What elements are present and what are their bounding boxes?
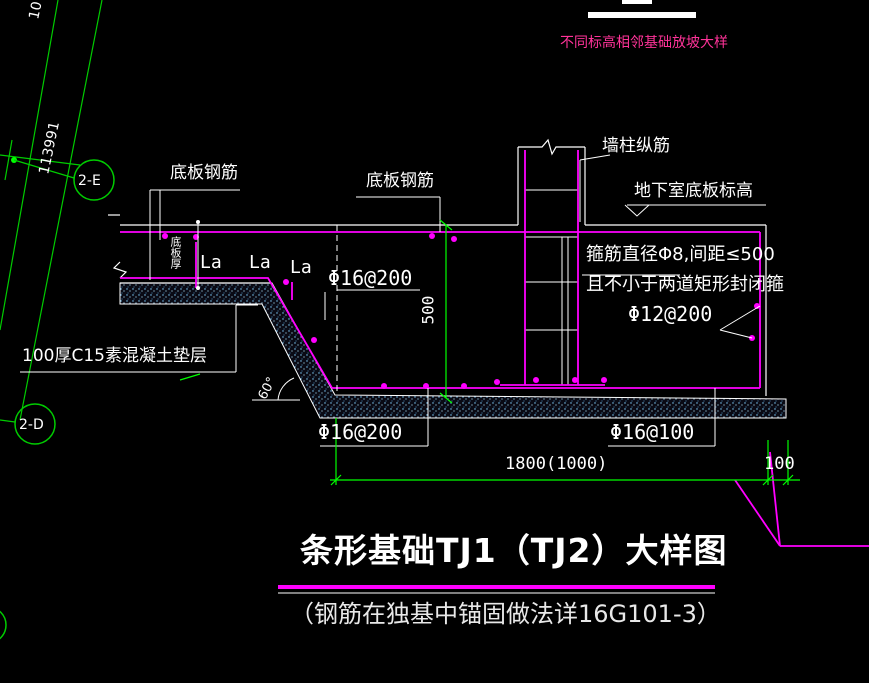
leader-lines (20, 154, 766, 447)
axis-bubble-2e[interactable] (73, 159, 115, 201)
label-dim-edge: 100 (764, 454, 795, 474)
label-rebar-top: Φ16@200 (328, 266, 413, 290)
axis-bubble-2d[interactable] (14, 403, 56, 445)
label-bottom-bar-left: 底板钢筋 (170, 163, 238, 183)
label-rebar-side: Φ12@200 (628, 302, 713, 326)
label-la-3: La (290, 257, 312, 278)
leader-ticks (196, 220, 200, 290)
label-bottom-bar-mid: 底板钢筋 (366, 171, 434, 191)
label-la-2: La (249, 252, 271, 273)
label-la-1: La (200, 252, 222, 273)
top-title-fragment-bar (622, 0, 652, 4)
label-cushion: 100厚C15素混凝土垫层 (22, 346, 207, 366)
label-dim-width: 1800(1000) (505, 454, 608, 474)
axis-label-2d: 2-D (19, 417, 44, 433)
rebar-lines (120, 150, 869, 547)
axis-dim-top: 10 (26, 0, 45, 21)
label-basement-floor-level: 地下室底板标高 (634, 181, 753, 201)
column-stirrups (525, 189, 578, 385)
dimension-lines (179, 219, 800, 486)
title-underline (278, 585, 715, 589)
label-dim-500: 500 (418, 295, 438, 325)
label-stirrup-line2: 且不小于两道矩形封闭箍 (586, 274, 784, 295)
top-note: 不同标高相邻基础放坡大样 (560, 35, 728, 51)
top-title-underline (588, 12, 696, 18)
axis-bubble-partial (0, 610, 7, 640)
label-wall-column-bar: 墙柱纵筋 (602, 136, 670, 156)
rebar-dots (162, 233, 760, 389)
axis-dim-113991: 113991 (36, 120, 63, 176)
axis-label-2e: 2-E (78, 173, 101, 189)
top-title-fragment: 图 (624, 0, 646, 6)
drawing-title: 条形基础TJ1（TJ2）大样图 (300, 531, 728, 570)
label-rebar-bottom-left: Φ16@200 (318, 420, 403, 444)
label-rebar-bottom-right: Φ16@100 (610, 420, 695, 444)
drawing-subtitle: （钢筋在独基中锚固做法详16G101-3） (290, 600, 721, 628)
label-slab-thickness: 底板厚 (169, 236, 182, 269)
axis-leader-2d (0, 419, 16, 423)
label-stirrup-line1: 箍筋直径Φ8,间距≤500 (586, 244, 775, 265)
axis-leader-2e (13, 159, 75, 179)
